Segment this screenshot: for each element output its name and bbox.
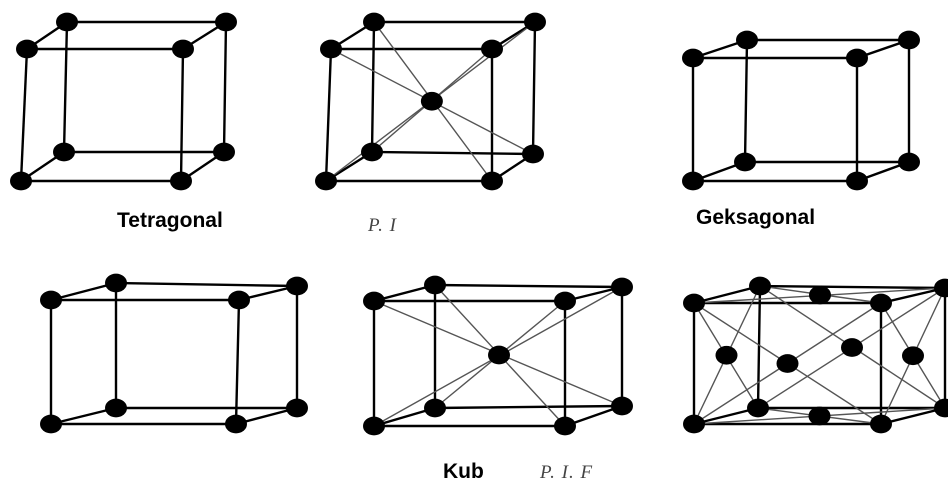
edge-line (692, 284, 762, 305)
corner-atom (286, 398, 308, 418)
edge-line (879, 406, 947, 426)
corner-atom (53, 142, 75, 162)
edge-line (531, 20, 537, 156)
edge-line (49, 281, 118, 302)
tetragonal-primitive-cell (10, 12, 237, 191)
edge-line (234, 298, 241, 426)
tetragonal-types-label: P. I (368, 215, 397, 236)
corner-atom (105, 398, 127, 418)
corner-atom (846, 171, 868, 191)
body-center-atom (488, 345, 510, 365)
corner-atom (361, 142, 383, 162)
hexagonal-label: Geksagonal (696, 206, 816, 229)
edge-line (756, 284, 762, 410)
corner-atom (846, 48, 868, 68)
corner-atom (481, 171, 503, 191)
corner-atom (424, 398, 446, 418)
edge-line (370, 150, 535, 156)
face-center-atom (808, 406, 831, 426)
corner-atom (56, 12, 78, 32)
corner-atom (363, 12, 385, 32)
hexagonal-cell (682, 30, 920, 191)
corner-atom (554, 416, 576, 436)
corner-atom (172, 39, 194, 59)
corner-atom (682, 171, 704, 191)
corner-atom (228, 290, 250, 310)
corner-atom (320, 39, 342, 59)
corner-atom (215, 12, 237, 32)
corner-atom (524, 12, 546, 32)
corner-atom (286, 276, 308, 296)
face-center-atom (809, 285, 831, 305)
cubic-types-label: P. I. F (540, 462, 594, 483)
edge-line (49, 406, 118, 426)
cubic-face-centered-cell (683, 276, 948, 434)
corner-atom (522, 144, 544, 164)
corner-atom (870, 414, 892, 434)
corner-atom (749, 276, 771, 296)
corner-atom (363, 416, 385, 436)
corner-atom (16, 39, 38, 59)
corner-atom (213, 142, 235, 162)
edge-line (19, 47, 29, 183)
edge-line (433, 283, 624, 289)
corner-atom (170, 171, 192, 191)
corner-atom (105, 273, 127, 293)
face-center-atom (841, 338, 863, 357)
edge-line (433, 404, 624, 410)
corner-atom (682, 48, 704, 68)
edge-line (758, 284, 947, 290)
corner-atom (611, 277, 633, 297)
corner-atom (611, 396, 633, 416)
edge-line (743, 38, 749, 164)
edge-line (179, 47, 185, 183)
corner-atom (734, 152, 756, 172)
corner-atom (934, 278, 948, 298)
cubic-body-centered-cell (363, 275, 633, 436)
corner-atom (225, 414, 247, 434)
tetragonal-body-centered-cell (315, 12, 546, 191)
edge-line (324, 47, 333, 183)
corner-atom (40, 290, 62, 310)
body-center-atom (420, 91, 443, 111)
corner-atom (898, 30, 920, 50)
corner-atom (481, 39, 503, 59)
corner-atom (747, 398, 769, 418)
tetragonal-label: Tetragonal (117, 209, 223, 232)
edge-line (114, 281, 299, 288)
corner-atom (934, 398, 948, 418)
corner-atom (363, 291, 385, 311)
cubic-label: Kub (443, 460, 484, 483)
edge-line (370, 20, 376, 154)
edge-line (692, 406, 760, 426)
edge-line (62, 20, 69, 154)
face-center-atom (715, 345, 738, 365)
corner-atom (683, 293, 705, 313)
corner-atom (315, 171, 337, 191)
corner-atom (554, 291, 576, 311)
corner-atom (870, 293, 892, 313)
corner-atom (736, 30, 758, 50)
edge-line (222, 20, 228, 154)
cubic-primitive-cell (40, 273, 308, 434)
face-center-atom (902, 346, 924, 366)
face-center-atom (776, 354, 799, 373)
corner-atom (424, 275, 446, 295)
corner-atom (683, 414, 705, 434)
edge-line (879, 286, 947, 305)
corner-atom (898, 152, 920, 172)
corner-atom (40, 414, 62, 434)
corner-atom (10, 171, 32, 191)
